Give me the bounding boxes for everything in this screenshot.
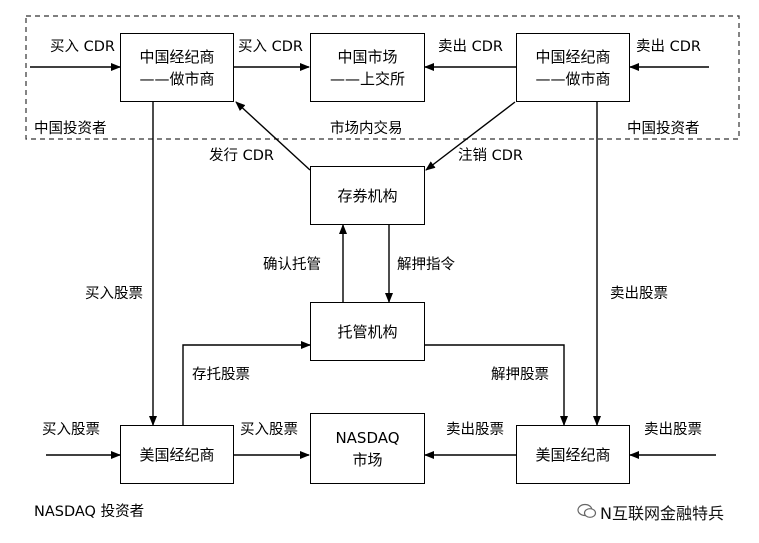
cn-dealer-left-box: 中国经纪商 ——做市商: [120, 33, 234, 102]
label-buy-cdr-mid: 买入 CDR: [238, 39, 303, 55]
label-release-stock: 解押股票: [491, 367, 549, 383]
label-release-instruction: 解押指令: [397, 257, 455, 273]
cn-dealer-left-line2: ——做市商: [139, 69, 215, 88]
label-buy-cdr-in: 买入 CDR: [50, 39, 115, 55]
arrow-release-stock: [425, 344, 568, 426]
label-buy-stock-mid: 买入股票: [240, 422, 298, 438]
label-sell-cdr-mid: 卖出 CDR: [438, 39, 503, 55]
label-market-trading: 市场内交易: [330, 121, 403, 137]
china-market-region: [25, 15, 740, 140]
cn-dealer-right-box: 中国经纪商 ——做市商: [516, 33, 630, 102]
cn-market-line1: 中国市场: [337, 47, 398, 66]
us-dealer-left-box: 美国经纪商: [120, 425, 234, 484]
label-deposit-stock: 存托股票: [192, 367, 250, 383]
arrow-issue-cdr: [235, 101, 311, 171]
label-sell-cdr-in: 卖出 CDR: [636, 39, 701, 55]
us-dealer-right-label: 美国经纪商: [535, 445, 611, 464]
cn-dealer-right-line2: ——做市商: [535, 69, 611, 88]
wechat-icon: [577, 503, 597, 518]
label-cn-investor-right: 中国投资者: [627, 121, 700, 137]
cn-dealer-left-line1: 中国经纪商: [139, 47, 215, 66]
label-buy-stock-vertical: 买入股票: [85, 286, 143, 302]
nasdaq-line1: NASDAQ: [335, 428, 400, 447]
cn-dealer-right-line1: 中国经纪商: [535, 47, 611, 66]
label-cn-investor-left: 中国投资者: [34, 121, 107, 137]
label-confirm-custody: 确认托管: [263, 257, 321, 273]
custodian-label: 托管机构: [337, 322, 398, 341]
watermark-text: N互联网金融特兵: [600, 504, 724, 523]
cn-market-box: 中国市场 ——上交所: [310, 33, 425, 102]
label-issue-cdr: 发行 CDR: [209, 148, 274, 164]
nasdaq-box: NASDAQ 市场: [310, 413, 425, 484]
label-buy-stock-in: 买入股票: [42, 422, 100, 438]
label-nasdaq-investor: NASDAQ 投资者: [34, 504, 145, 520]
label-sell-stock-in: 卖出股票: [644, 422, 702, 438]
label-cancel-cdr: 注销 CDR: [458, 148, 523, 164]
cn-market-line2: ——上交所: [329, 69, 405, 88]
us-dealer-right-box: 美国经纪商: [516, 425, 630, 484]
us-dealer-left-label: 美国经纪商: [139, 445, 215, 464]
arrow-cancel-cdr: [425, 101, 516, 171]
arrow-deposit-stock: [182, 341, 311, 425]
depository-box: 存券机构: [310, 166, 425, 225]
depository-label: 存券机构: [337, 186, 398, 205]
label-sell-stock-vertical: 卖出股票: [610, 286, 668, 302]
label-sell-stock-mid: 卖出股票: [446, 422, 504, 438]
custodian-box: 托管机构: [310, 302, 425, 361]
nasdaq-line2: 市场: [352, 450, 383, 469]
